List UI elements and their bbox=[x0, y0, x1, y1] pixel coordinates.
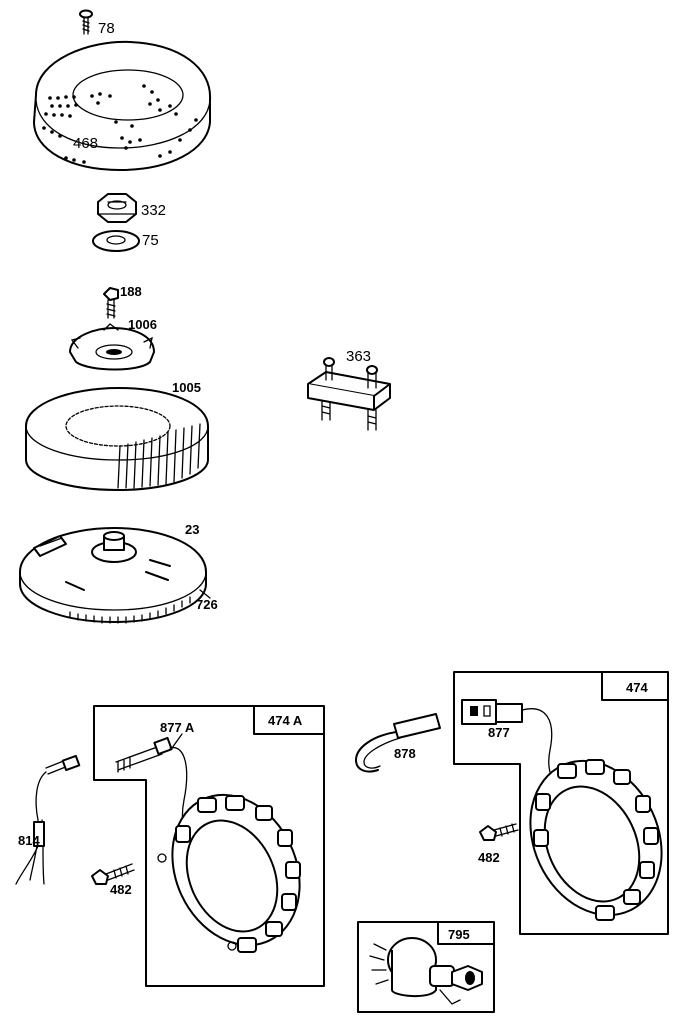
ring-gear-teeth-726 bbox=[69, 596, 191, 624]
label-482-right: 482 bbox=[478, 850, 500, 865]
fan-fins bbox=[117, 423, 201, 489]
label-814: 814 bbox=[18, 833, 40, 848]
label-23: 23 bbox=[185, 522, 199, 537]
part-screw-482-right: 482 bbox=[478, 823, 519, 865]
label-877: 877 bbox=[488, 725, 510, 740]
label-78: 78 bbox=[98, 20, 115, 37]
label-474a: 474 A bbox=[268, 713, 303, 728]
part-wire-harness-814: 814 bbox=[15, 754, 81, 885]
label-877a: 877 A bbox=[160, 720, 195, 735]
part-connector-878: 878 bbox=[355, 713, 441, 773]
part-nut-332: 332 bbox=[97, 193, 166, 223]
label-468: 468 bbox=[73, 135, 98, 152]
screen-holes bbox=[42, 84, 198, 164]
part-screw-482-left: 482 bbox=[91, 863, 135, 897]
part-ignition-switch-795: 795 bbox=[357, 921, 495, 1013]
part-alternator-474a: 474 A 877 A bbox=[93, 705, 325, 987]
part-starter-cup-1006: 1006 bbox=[69, 317, 157, 371]
part-washer-75: 75 bbox=[92, 230, 159, 252]
label-75: 75 bbox=[142, 232, 159, 249]
part-rotating-screen-468: 468 bbox=[33, 40, 212, 171]
part-alternator-474: 474 877 bbox=[453, 671, 669, 935]
part-flywheel-23: 23 726 bbox=[19, 522, 218, 624]
stator-coils-474a bbox=[175, 795, 301, 953]
part-flywheel-fan-1005: 1005 bbox=[25, 380, 209, 491]
part-bracket-363: 363 bbox=[307, 348, 391, 431]
label-188: 188 bbox=[120, 284, 142, 299]
stator-coils-474 bbox=[533, 759, 659, 921]
label-482-left: 482 bbox=[110, 882, 132, 897]
label-726: 726 bbox=[196, 597, 218, 612]
label-1005: 1005 bbox=[172, 380, 201, 395]
label-474: 474 bbox=[626, 680, 648, 695]
part-screw-188: 188 bbox=[103, 284, 142, 319]
label-878: 878 bbox=[394, 746, 416, 761]
label-795: 795 bbox=[448, 927, 470, 942]
label-332: 332 bbox=[141, 202, 166, 219]
label-1006: 1006 bbox=[128, 317, 157, 332]
label-363: 363 bbox=[346, 348, 371, 365]
part-screw-78: 78 bbox=[79, 9, 115, 37]
